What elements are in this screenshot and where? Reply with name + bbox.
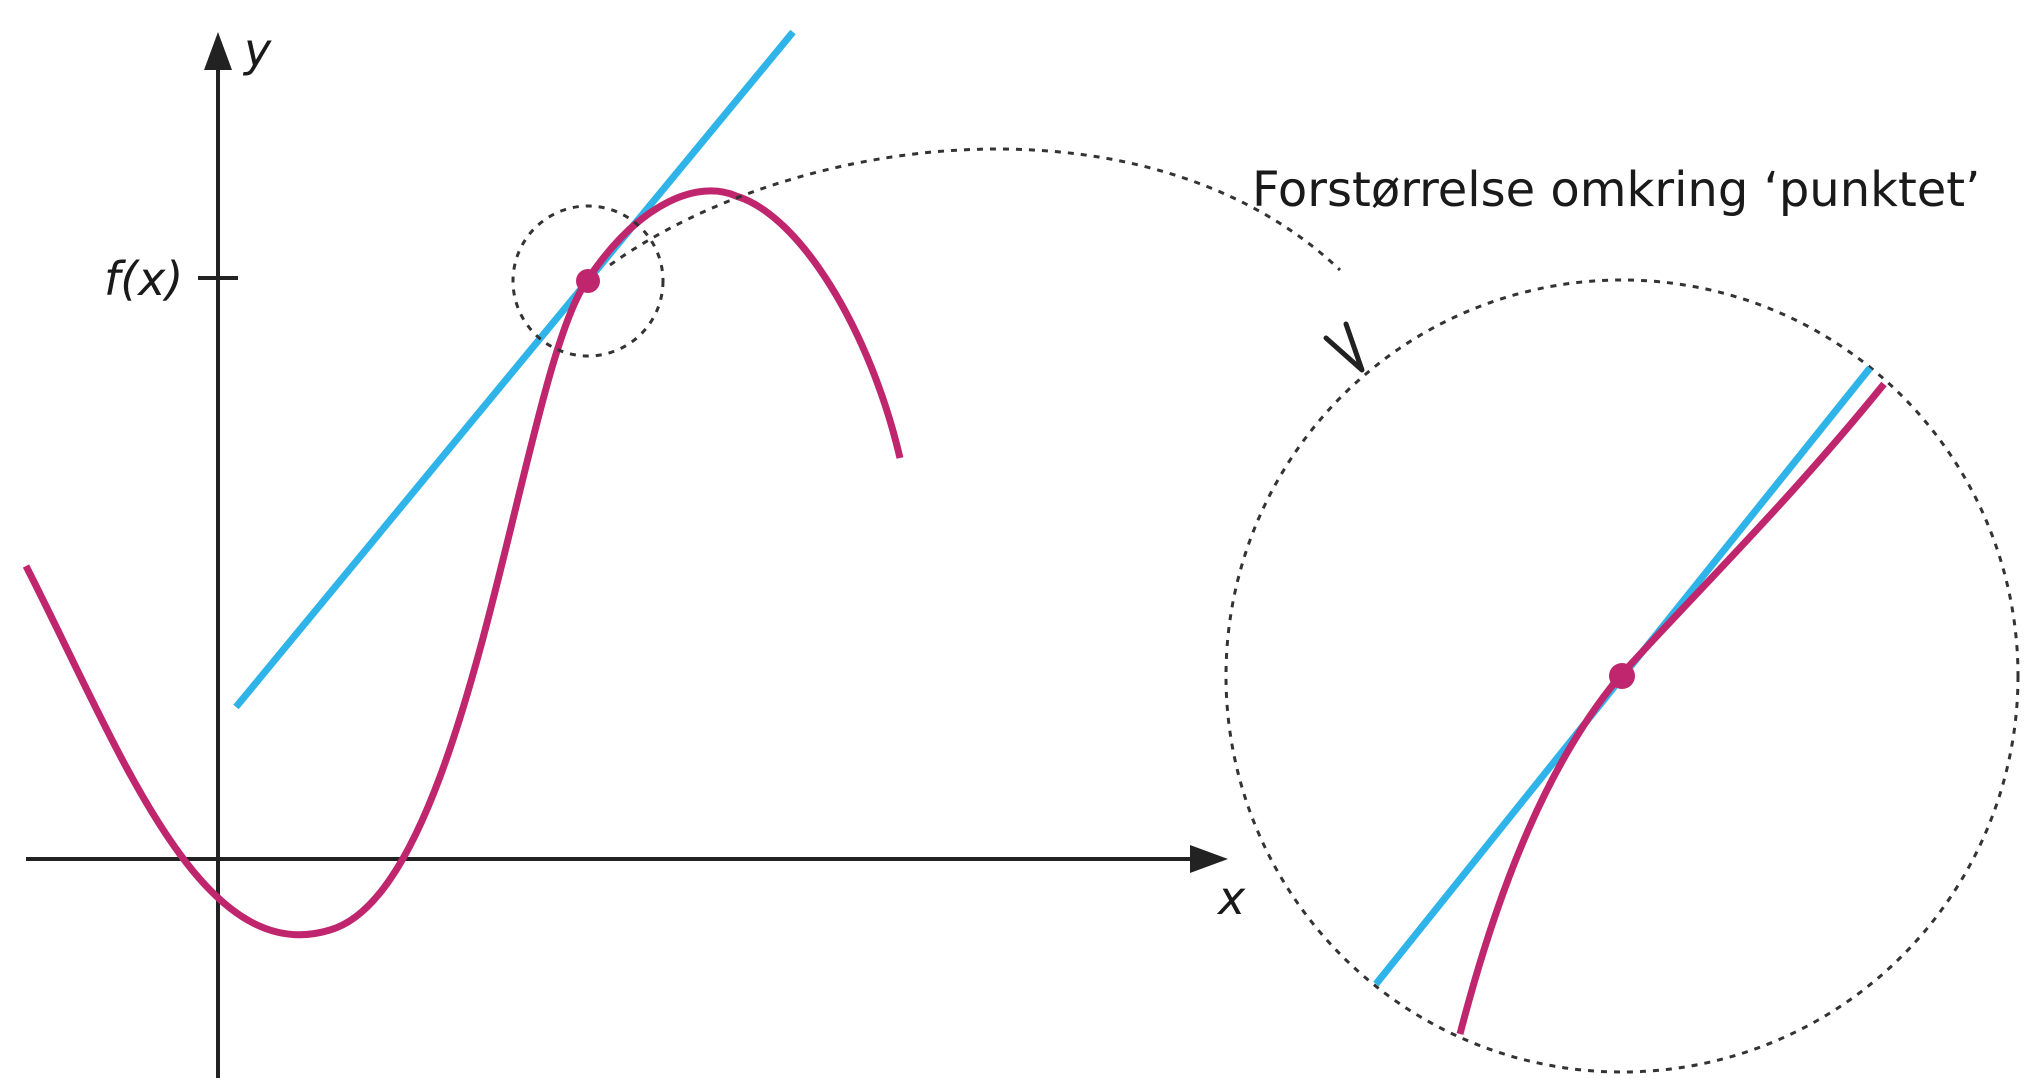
function-curve (22, 187, 904, 939)
fx-tick-label: f(x) (104, 252, 183, 306)
magnified-circle (1224, 278, 2020, 1074)
magnification-arrowhead-icon (1323, 321, 1365, 373)
zoom-region-circle (511, 204, 665, 358)
magnification-arrow (609, 147, 1342, 272)
magnified-tangency-point (1609, 663, 1635, 689)
x-axis-label: x (1216, 871, 1246, 925)
y-axis-label: y (242, 23, 272, 77)
tangent-line (233, 29, 796, 710)
tangency-point (576, 269, 600, 293)
x-axis-arrow-icon (1190, 845, 1228, 873)
magnified-function-curve (1456, 381, 1887, 1035)
y-axis-arrow-icon (204, 32, 232, 70)
magnification-caption: Forstørrelse omkring ‘punktet’ (1252, 162, 1980, 218)
magnified-view (1224, 278, 2020, 1074)
axes (26, 32, 1228, 1078)
